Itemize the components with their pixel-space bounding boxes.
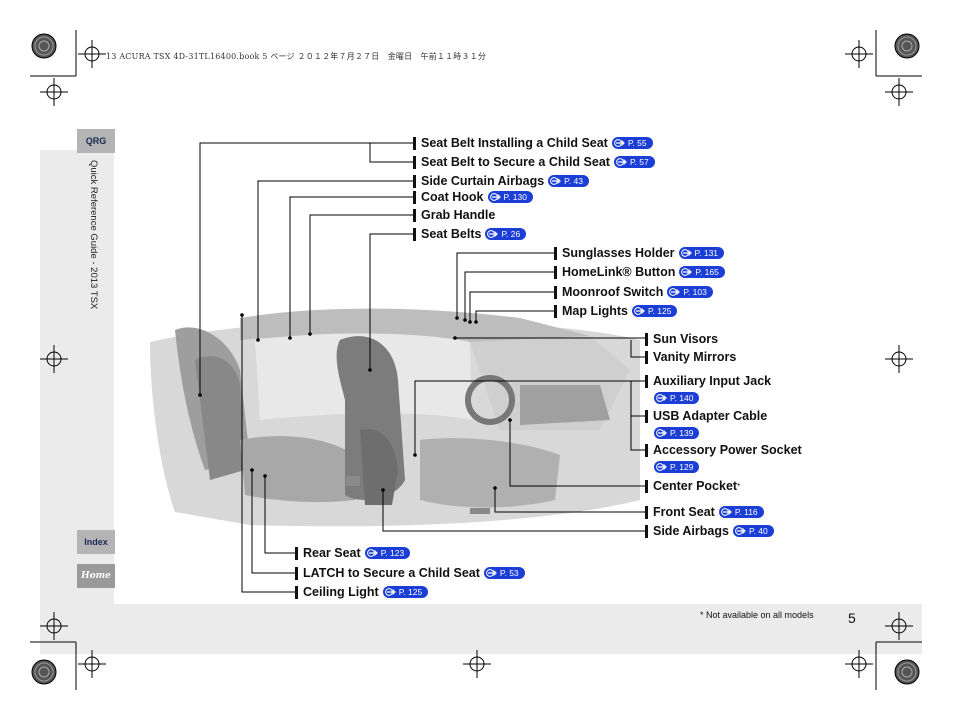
footnote-marker: *: [737, 481, 741, 491]
label-vanity-mirrors: Vanity Mirrors: [645, 348, 736, 366]
page-ref-link[interactable]: P. 129: [654, 461, 700, 473]
arrow-icon: [489, 193, 502, 201]
page-number: 5: [848, 610, 856, 626]
arrow-icon: [384, 588, 397, 596]
label-accessory-power-socket: Accessory Power Socket: [645, 441, 802, 459]
page-ref-link[interactable]: P. 103: [667, 286, 713, 298]
page-ref-link[interactable]: P. 130: [487, 191, 533, 203]
page-ref-link[interactable]: P. 140: [654, 392, 700, 404]
page-ref-link[interactable]: P. 165: [679, 266, 725, 278]
arrow-icon: [735, 527, 747, 535]
label-center-pocket: Center Pocket*: [645, 477, 740, 495]
page-ref-link[interactable]: P. 125: [382, 586, 429, 598]
page-ref-link[interactable]: P. 125: [631, 305, 678, 317]
label-sun-visors: Sun Visors: [645, 330, 718, 348]
arrow-icon: [656, 429, 668, 437]
arrow-icon: [656, 394, 668, 402]
page-ref-link[interactable]: P. 26: [485, 228, 527, 240]
arrow-icon: [656, 463, 668, 471]
arrow-icon: [720, 508, 733, 516]
label-usb-adapter-cable-ref: P. 139: [650, 424, 700, 442]
footnote: * Not available on all models: [700, 610, 814, 620]
page-ref-link[interactable]: P. 139: [654, 427, 700, 439]
arrow-icon: [681, 268, 693, 276]
page-ref-link[interactable]: P. 40: [732, 525, 774, 537]
car-interior-illustration: [150, 308, 640, 527]
arrow-icon: [485, 569, 498, 577]
tab-home[interactable]: Home: [77, 564, 115, 588]
arrow-icon: [550, 177, 562, 185]
label-auxiliary-input-jack-ref: P. 140: [650, 389, 700, 407]
page-ref-link[interactable]: P. 55: [611, 137, 653, 149]
leader-lines: [199, 142, 648, 593]
page-ref-link[interactable]: P. 123: [364, 547, 411, 559]
page-ref-link[interactable]: P. 57: [613, 156, 655, 168]
arrow-icon: [616, 158, 628, 166]
label-accessory-power-socket-ref: P. 129: [650, 458, 700, 476]
arrow-icon: [487, 230, 499, 238]
page-ref-link[interactable]: P. 131: [678, 247, 725, 259]
page-ref-link[interactable]: P. 116: [718, 506, 764, 518]
arrow-icon: [366, 549, 379, 557]
print-header: 13 ACURA TSX 4D-31TL16400.book 5 ページ ２０１…: [106, 52, 487, 61]
left-margin-panel: [40, 150, 114, 604]
bottom-margin-panel: [40, 604, 922, 654]
label-auxiliary-input-jack: Auxiliary Input Jack: [645, 372, 771, 390]
arrow-icon: [680, 249, 693, 257]
tab-index[interactable]: Index: [77, 530, 115, 554]
crop-marks: [30, 30, 922, 690]
leader-dots: [198, 313, 512, 492]
arrow-icon: [634, 307, 646, 315]
label-grab-handle: Grab Handle: [413, 206, 495, 224]
arrow-icon: [669, 288, 681, 296]
tab-qrg[interactable]: QRG: [77, 129, 115, 153]
page-ref-link[interactable]: P. 53: [483, 567, 525, 579]
page-ref-link[interactable]: P. 43: [548, 175, 589, 187]
arrow-icon: [613, 139, 626, 147]
label-usb-adapter-cable: USB Adapter Cable: [645, 407, 767, 425]
